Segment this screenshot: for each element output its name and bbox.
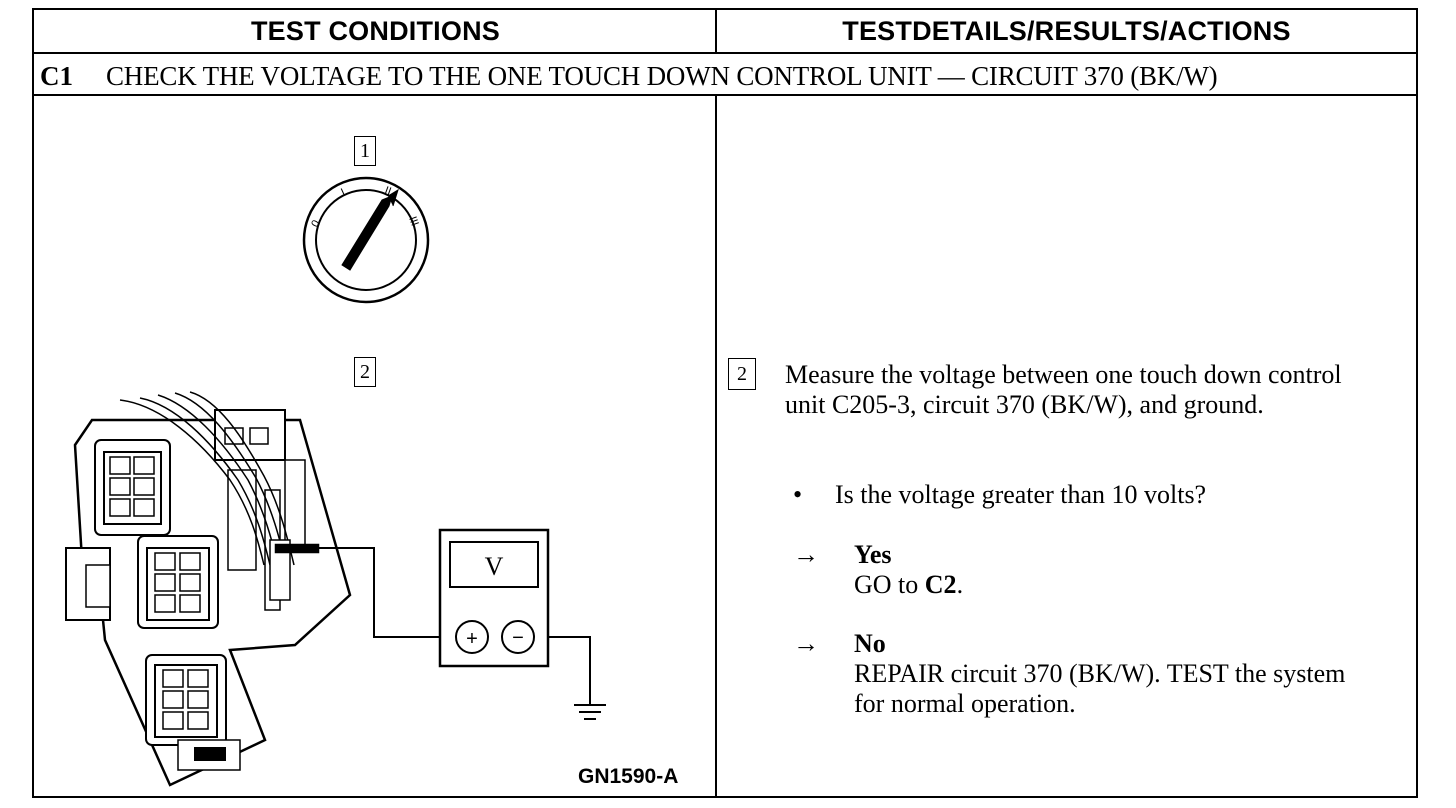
step-divider (34, 94, 1416, 96)
meter-plus-terminal: + (466, 628, 478, 650)
step-id: C1 (40, 60, 73, 91)
instruction-text: Measure the voltage between one touch do… (785, 360, 1342, 419)
no-text: REPAIR circuit 370 (BK/W). TEST the syst… (854, 659, 1346, 718)
probe-wires (318, 547, 606, 720)
figure-code: GN1590-A (578, 765, 679, 788)
bullet: • (793, 480, 803, 509)
ignition-switch-icon: 0 I II III (302, 176, 430, 304)
question-text: Is the voltage greater than 10 volts? (835, 480, 1207, 509)
question-row: • Is the voltage greater than 10 volts? (793, 480, 1206, 510)
column-divider (715, 96, 717, 796)
voltmeter-icon: V + − (438, 528, 550, 668)
step-row: C1 CHECK THE VOLTAGE TO THE ONE TOUCH DO… (34, 54, 1416, 98)
ignition-label-2: II (383, 185, 393, 198)
meter-minus-terminal: − (512, 627, 524, 649)
arrow-icon: → (793, 540, 819, 569)
ignition-label-1: I (339, 187, 347, 199)
meter-display: V (485, 552, 504, 581)
action-no: → No REPAIR circuit 370 (BK/W). TEST the… (793, 629, 1354, 719)
step-title: CHECK THE VOLTAGE TO THE ONE TOUCH DOWN … (106, 60, 1218, 91)
header-test-details: TESTDETAILS/RESULTS/ACTIONS (842, 15, 1291, 46)
details-instruction: Measure the voltage between one touch do… (785, 360, 1385, 420)
callout-1: 1 (354, 136, 376, 166)
details-callout-2: 2 (728, 358, 756, 390)
yes-link: C2 (924, 570, 957, 599)
ignition-label-0: 0 (309, 218, 322, 229)
column-divider-top (715, 10, 717, 54)
no-label: No (854, 629, 886, 658)
callout-2: 2 (354, 357, 376, 387)
connector-block-icon (65, 391, 352, 787)
ignition-label-3: III (406, 215, 420, 228)
header-test-conditions: TEST CONDITIONS (250, 15, 500, 46)
arrow-icon: → (793, 629, 819, 658)
test-table: TEST CONDITIONS TESTDETAILS/RESULTS/ACTI… (32, 8, 1418, 798)
yes-label: Yes (854, 540, 892, 569)
action-yes: → Yes GO to C2. (793, 540, 963, 600)
yes-text: GO to C2. (854, 570, 964, 599)
header-divider (34, 52, 1416, 54)
